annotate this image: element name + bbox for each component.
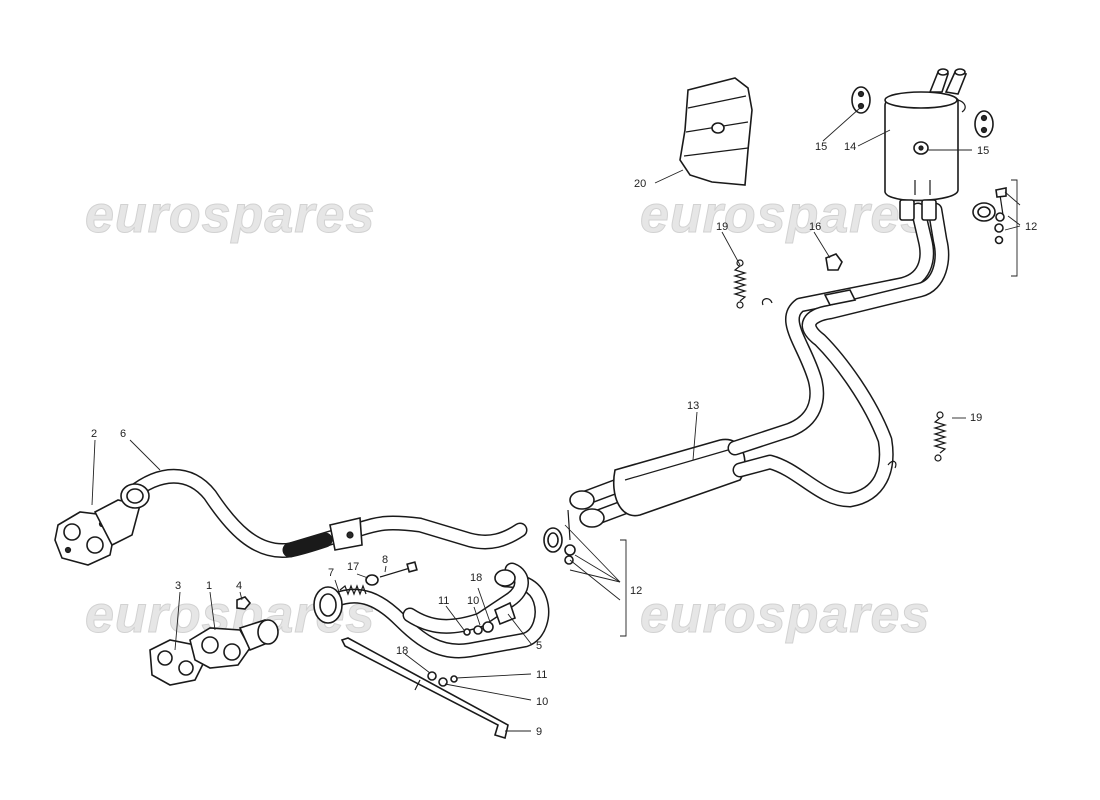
callout-1: 1 bbox=[206, 580, 212, 592]
callout-3: 3 bbox=[175, 580, 181, 592]
front-exhaust-pipe bbox=[122, 468, 528, 559]
rubber-block bbox=[825, 253, 843, 271]
heat-shield bbox=[679, 77, 753, 186]
callout-12-left: 12 bbox=[630, 585, 642, 597]
callout-11-upper: 11 bbox=[438, 595, 449, 607]
support-bar bbox=[340, 637, 509, 740]
callout-13: 13 bbox=[687, 400, 699, 412]
rubber-mount-left bbox=[851, 86, 871, 114]
callout-20: 20 bbox=[634, 178, 646, 190]
center-silencer bbox=[569, 438, 746, 528]
clamp-right bbox=[972, 187, 1007, 245]
spring-upper bbox=[732, 259, 748, 309]
callout-2: 2 bbox=[91, 428, 97, 440]
callout-14: 14 bbox=[844, 141, 856, 153]
callout-10-lower: 10 bbox=[536, 696, 548, 708]
fasteners-upper bbox=[463, 621, 494, 636]
callout-7: 7 bbox=[328, 567, 334, 579]
leader-lines bbox=[91, 107, 1021, 732]
pipe-strap bbox=[823, 289, 857, 306]
callout-19-lower: 19 bbox=[970, 412, 982, 424]
pipe-bracket bbox=[329, 517, 363, 551]
callout-15-right: 15 bbox=[977, 145, 989, 157]
callout-10-upper: 10 bbox=[467, 595, 479, 607]
exhaust-flange-rear bbox=[149, 619, 279, 686]
rear-silencer bbox=[884, 68, 968, 221]
spring-flange-assembly bbox=[313, 561, 418, 624]
callout-11-lower: 11 bbox=[536, 669, 547, 681]
callout-4: 4 bbox=[236, 580, 242, 592]
callout-18-lower: 18 bbox=[396, 645, 408, 657]
rear-y-pipe bbox=[727, 202, 950, 508]
rubber-mount-right bbox=[974, 110, 994, 138]
callout-12-right: 12 bbox=[1025, 221, 1037, 233]
watermark-bottom-right: eurospares bbox=[640, 586, 930, 644]
callout-15-left: 15 bbox=[815, 141, 827, 153]
callout-8: 8 bbox=[382, 554, 388, 566]
pipe-hanger-bracket bbox=[494, 601, 516, 626]
exhaust-flange-front bbox=[54, 483, 150, 566]
callout-18-upper: 18 bbox=[470, 572, 482, 584]
watermark-top-right: eurospares bbox=[640, 186, 930, 244]
callout-17: 17 bbox=[347, 561, 359, 573]
callout-6: 6 bbox=[120, 428, 126, 440]
spring-lower bbox=[932, 411, 948, 462]
watermark-top-left: eurospares bbox=[85, 186, 375, 244]
callout-16: 16 bbox=[809, 221, 821, 233]
callout-5: 5 bbox=[536, 640, 542, 652]
clamp-left bbox=[543, 509, 576, 565]
callout-19-upper: 19 bbox=[716, 221, 728, 233]
callouts: 2 6 3 1 4 7 17 8 18 11 10 5 18 11 10 9 1… bbox=[91, 141, 1037, 738]
callout-9: 9 bbox=[536, 726, 542, 738]
nut bbox=[236, 596, 252, 610]
intermediate-pipe bbox=[327, 562, 550, 659]
